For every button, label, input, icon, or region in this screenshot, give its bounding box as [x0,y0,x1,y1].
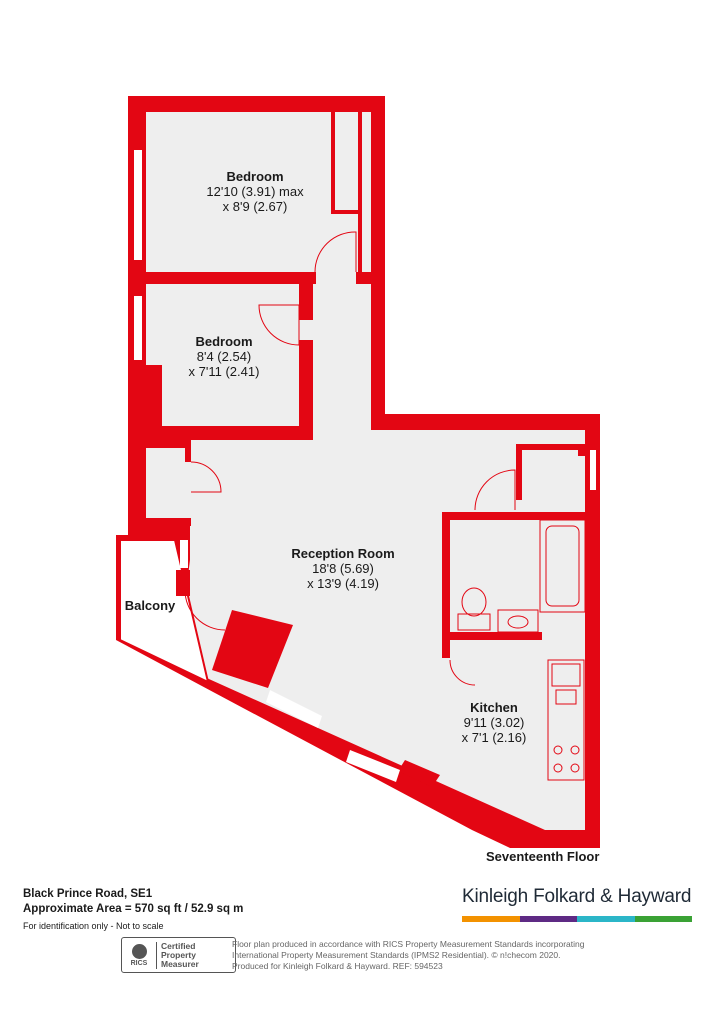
bedroom1-name: Bedroom [226,169,283,184]
bedroom1-dim1: 12'10 (3.91) max [206,184,304,199]
rics-cert-text: Certified Property Measurer [156,940,199,969]
bedroom1-dim2: x 8'9 (2.67) [223,199,288,214]
disclaimer-line1: Floor plan produced in accordance with R… [232,939,585,949]
balcony-name: Balcony [125,598,176,613]
kitchen-name: Kitchen [470,700,518,715]
floor-plan: Bedroom 12'10 (3.91) max x 8'9 (2.67) Be… [116,96,600,848]
bathroom-fixtures [457,519,586,633]
kitchen-dim2: x 7'1 (2.16) [462,730,527,745]
brand-bar-orange [462,916,520,922]
interior-walls [128,112,587,787]
windows [134,150,596,782]
balcony-area [119,539,210,684]
bedroom2-dim1: 8'4 (2.54) [197,349,252,364]
rics-emblem-icon [131,943,147,959]
rics-cert-line3: Measurer [161,958,199,969]
address-block: Black Prince Road, SE1 Approximate Area … [23,887,243,934]
rics-logo: RICS [122,938,156,972]
rics-badge: RICS Certified Property Measurer [121,937,236,973]
kitchen-dim1: 9'11 (3.02) [464,715,525,730]
scale-note: For identification only - Not to scale [23,921,164,931]
brand-bar-teal [577,916,635,922]
floor-label: Seventeenth Floor [486,849,600,864]
reception-dim2: x 13'9 (4.19) [307,576,379,591]
rics-cert-line2: Property [161,949,196,960]
brand-bar-green [634,916,692,922]
reception-dim1: 18'8 (5.69) [312,561,374,576]
rics-cert-line1: Certified [161,940,196,951]
brand-bar-purple [519,916,577,922]
rics-logo-text: RICS [130,959,148,967]
disclaimer-line3: Produced for Kinleigh Folkard & Hayward.… [232,961,443,971]
brand-name: Kinleigh Folkard & Hayward [462,886,692,907]
disclaimer: Floor plan produced in accordance with R… [232,939,632,972]
kitchen-fixtures [547,659,585,781]
address-line: Black Prince Road, SE1 [23,888,153,900]
bedroom2-dim2: x 7'11 (2.41) [189,364,260,379]
bedroom2-name: Bedroom [195,334,252,349]
reception-name: Reception Room [291,546,394,561]
disclaimer-line2: International Property Measurement Stand… [232,950,561,960]
door-swings [184,231,516,686]
area-line: Approximate Area = 570 sq ft / 52.9 sq m [23,903,244,915]
brand-color-bar [462,916,692,922]
